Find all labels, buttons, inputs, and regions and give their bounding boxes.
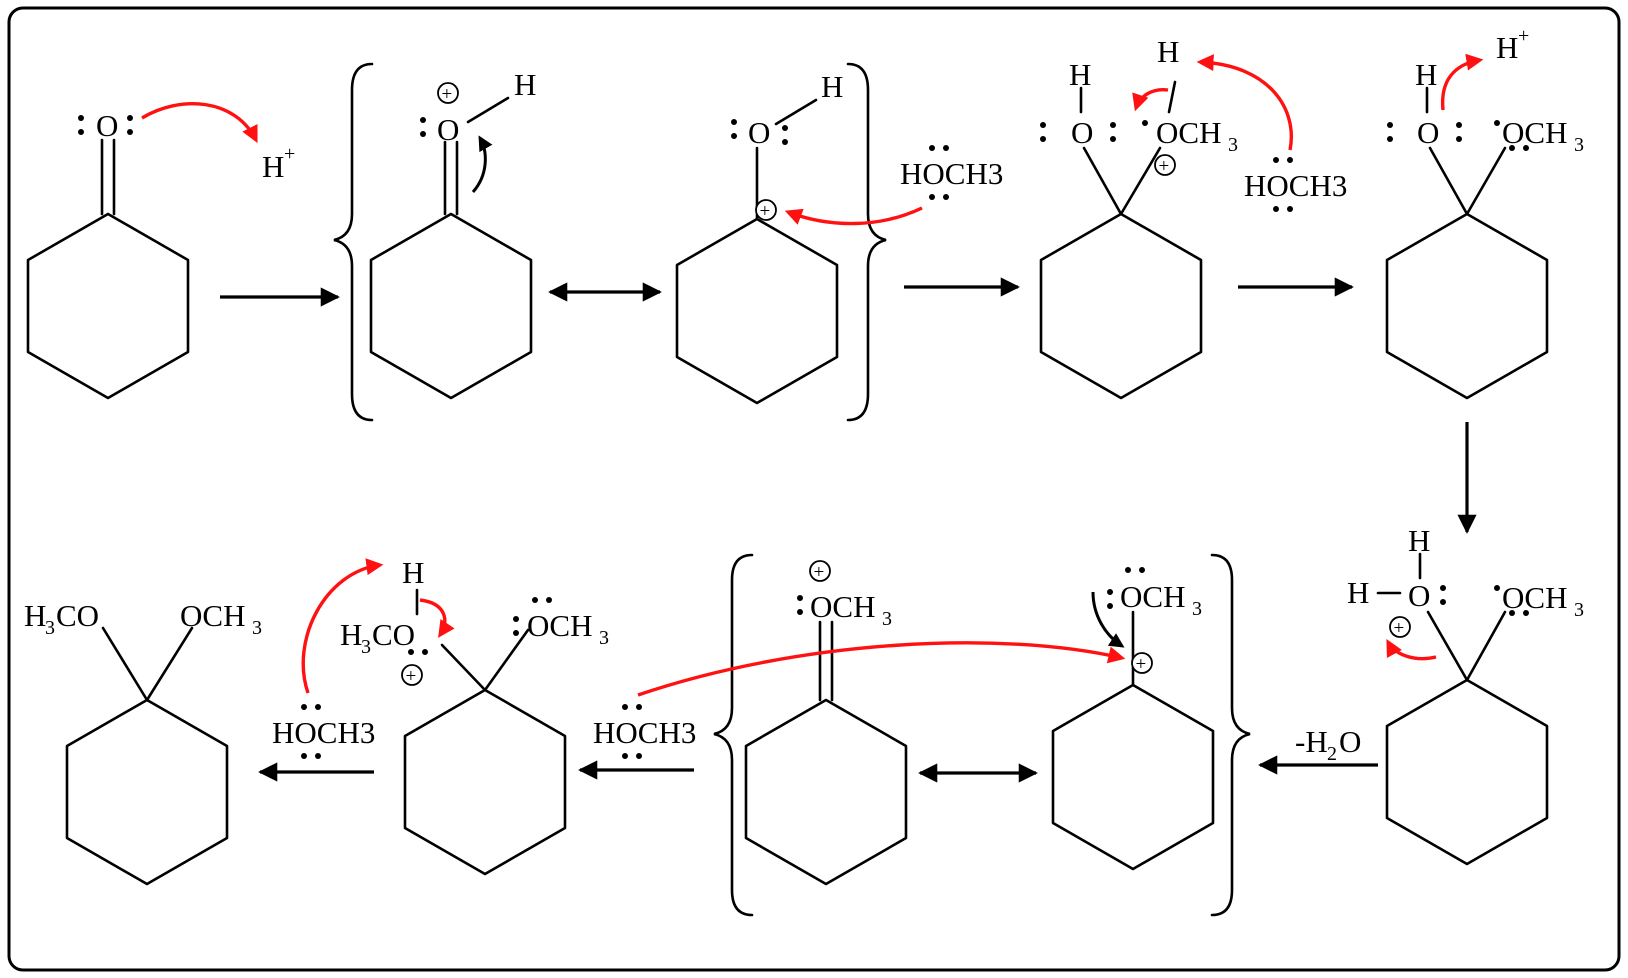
hemiacetal-ring [1385,212,1549,400]
oxygen-label: O [1408,578,1430,613]
positive-charge: + [809,560,831,583]
subscript: 3 [1192,598,1202,620]
svg-text:+: + [442,84,453,105]
hydrogen-label: H [821,69,843,104]
hydrogen-label: H [1347,575,1369,610]
subscript: 3 [252,617,262,639]
electron-arrow [637,641,1126,697]
protonated-hemiacetal-ring [1385,678,1549,866]
electron-arrow [301,558,384,694]
proton-label: H [1496,30,1518,65]
oxocarbenium-ring-2 [744,698,908,886]
methanol-label: HOCH3 [272,715,375,750]
positive-charge: + [1389,616,1411,639]
protonated-ketone-ring [369,212,533,400]
methoxy-label: OCH [180,598,245,633]
electron-arrow [141,102,258,144]
subscript: 3 [599,627,609,649]
oxygen-label: O [437,112,459,147]
lone-pairs [78,115,1529,759]
electron-arrow [1091,591,1125,648]
charge-label: + [1518,25,1529,47]
electron-arrow [784,206,923,226]
methoxy-label: OCH [1120,579,1185,614]
hydrogen-label: H [1415,57,1437,92]
electron-arrow [1132,88,1169,112]
methanol-label: HOCH3 [593,715,696,750]
subscript: 3 [361,636,371,658]
subscript: 3 [1574,134,1584,156]
outer-frame [7,6,1621,972]
left-bracket [333,62,374,422]
positive-charge: + [1154,154,1176,177]
svg-text:+: + [814,562,825,583]
water-loss-label: -H [1295,724,1328,759]
methoxy-label: OCH [1502,580,1567,615]
methoxy-label: CO [372,617,415,652]
oxygen-label: O [748,115,770,150]
svg-text:+: + [760,201,771,222]
svg-text:+: + [1136,654,1147,675]
methanol-label: HOCH3 [900,156,1003,191]
electron-arrow [1386,639,1437,661]
hydrogen-label: H [1069,57,1091,92]
acetal-ring [65,698,229,886]
protonated-acetal-ring [403,688,567,876]
electron-arrow [419,598,455,638]
proton-label: H [262,149,284,184]
oxygen-label: O [1417,115,1439,150]
charge-label: + [284,143,295,165]
electron-arrow [471,135,493,193]
positive-charge: + [755,199,777,222]
methoxy-label: CO [56,598,99,633]
hydrogen-label: H [514,67,536,102]
positive-charge: + [437,82,459,105]
positive-charge: + [1131,652,1153,675]
svg-text:+: + [1394,618,1405,639]
svg-text:+: + [406,666,417,687]
methyl-label: H [24,598,46,633]
methoxy-label: OCH [1502,115,1567,150]
hydrogen-label: H [1408,523,1430,558]
oxocarbenium-ring-1 [675,217,839,405]
hydrogen-label: H [1157,34,1179,69]
methyl-label: H [340,617,362,652]
subscript: 3 [1228,134,1238,156]
subscript: 3 [1574,599,1584,621]
methanol-label: HOCH3 [1244,168,1347,203]
subscript: 3 [882,608,892,630]
methoxy-label: OCH [527,608,592,643]
subscript: 2 [1327,743,1337,765]
oxygen-label: O [1071,115,1093,150]
methoxy-label: OCH [1156,115,1221,150]
cyclohexanone-ring [26,212,190,400]
positive-charge: + [401,664,423,687]
left-bracket [713,553,754,917]
svg-text:+: + [1159,156,1170,177]
water-loss-label: O [1339,724,1361,759]
electron-arrow [1440,53,1484,111]
carbocation-ring-2 [1051,683,1215,871]
methoxy-label: OCH [810,589,875,624]
right-bracket [846,62,887,422]
right-bracket [1210,553,1251,917]
subscript: 3 [45,617,55,639]
electron-arrow [1196,54,1293,151]
oxygen-label: O [96,108,118,143]
oxonium-hemiacetal-ring [1039,212,1203,400]
hydrogen-label: H [402,555,424,590]
